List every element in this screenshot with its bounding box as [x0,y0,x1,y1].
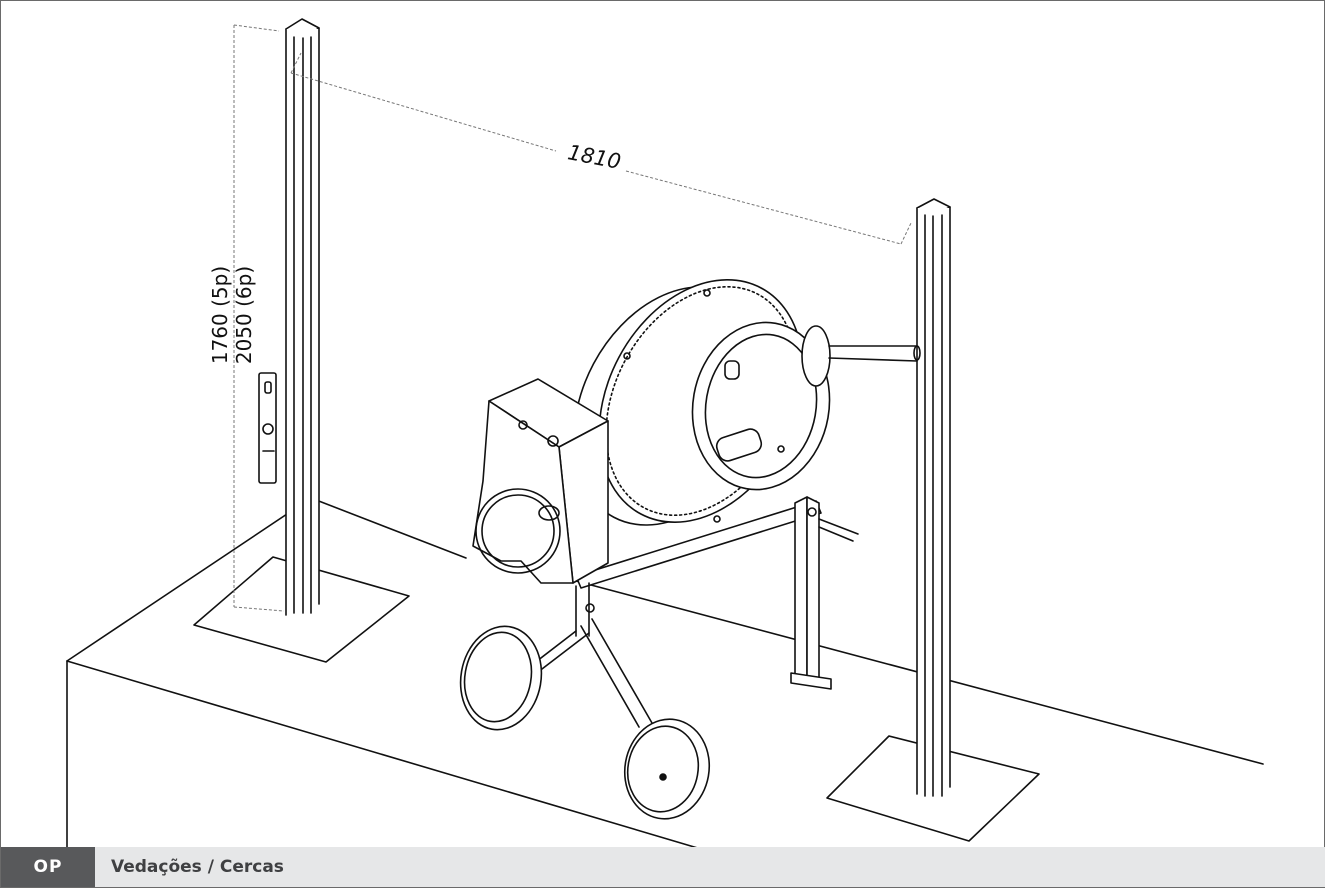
spacing-dimension-label: 1810 [566,140,623,174]
mixer-crank [801,325,921,387]
wheels [459,625,711,820]
spacing-dimension-line [290,72,557,152]
mixer-drum [573,279,831,526]
mixer-stand [497,496,859,728]
spirit-level [258,372,277,484]
footer-bar: OP Vedações / Cercas [1,847,1325,887]
height-6p-label: 2050 (6p) [232,266,256,364]
motor-housing [472,378,609,584]
installation-diagram: 1810 1760 (5p) 2050 (6p) [66,18,1264,849]
right-post [916,198,951,797]
height-5p-label: 1760 (5p) [208,266,232,364]
left-post [285,18,320,616]
section-title: Vedações / Cercas [111,857,284,877]
section-code-badge: OP [1,847,95,887]
